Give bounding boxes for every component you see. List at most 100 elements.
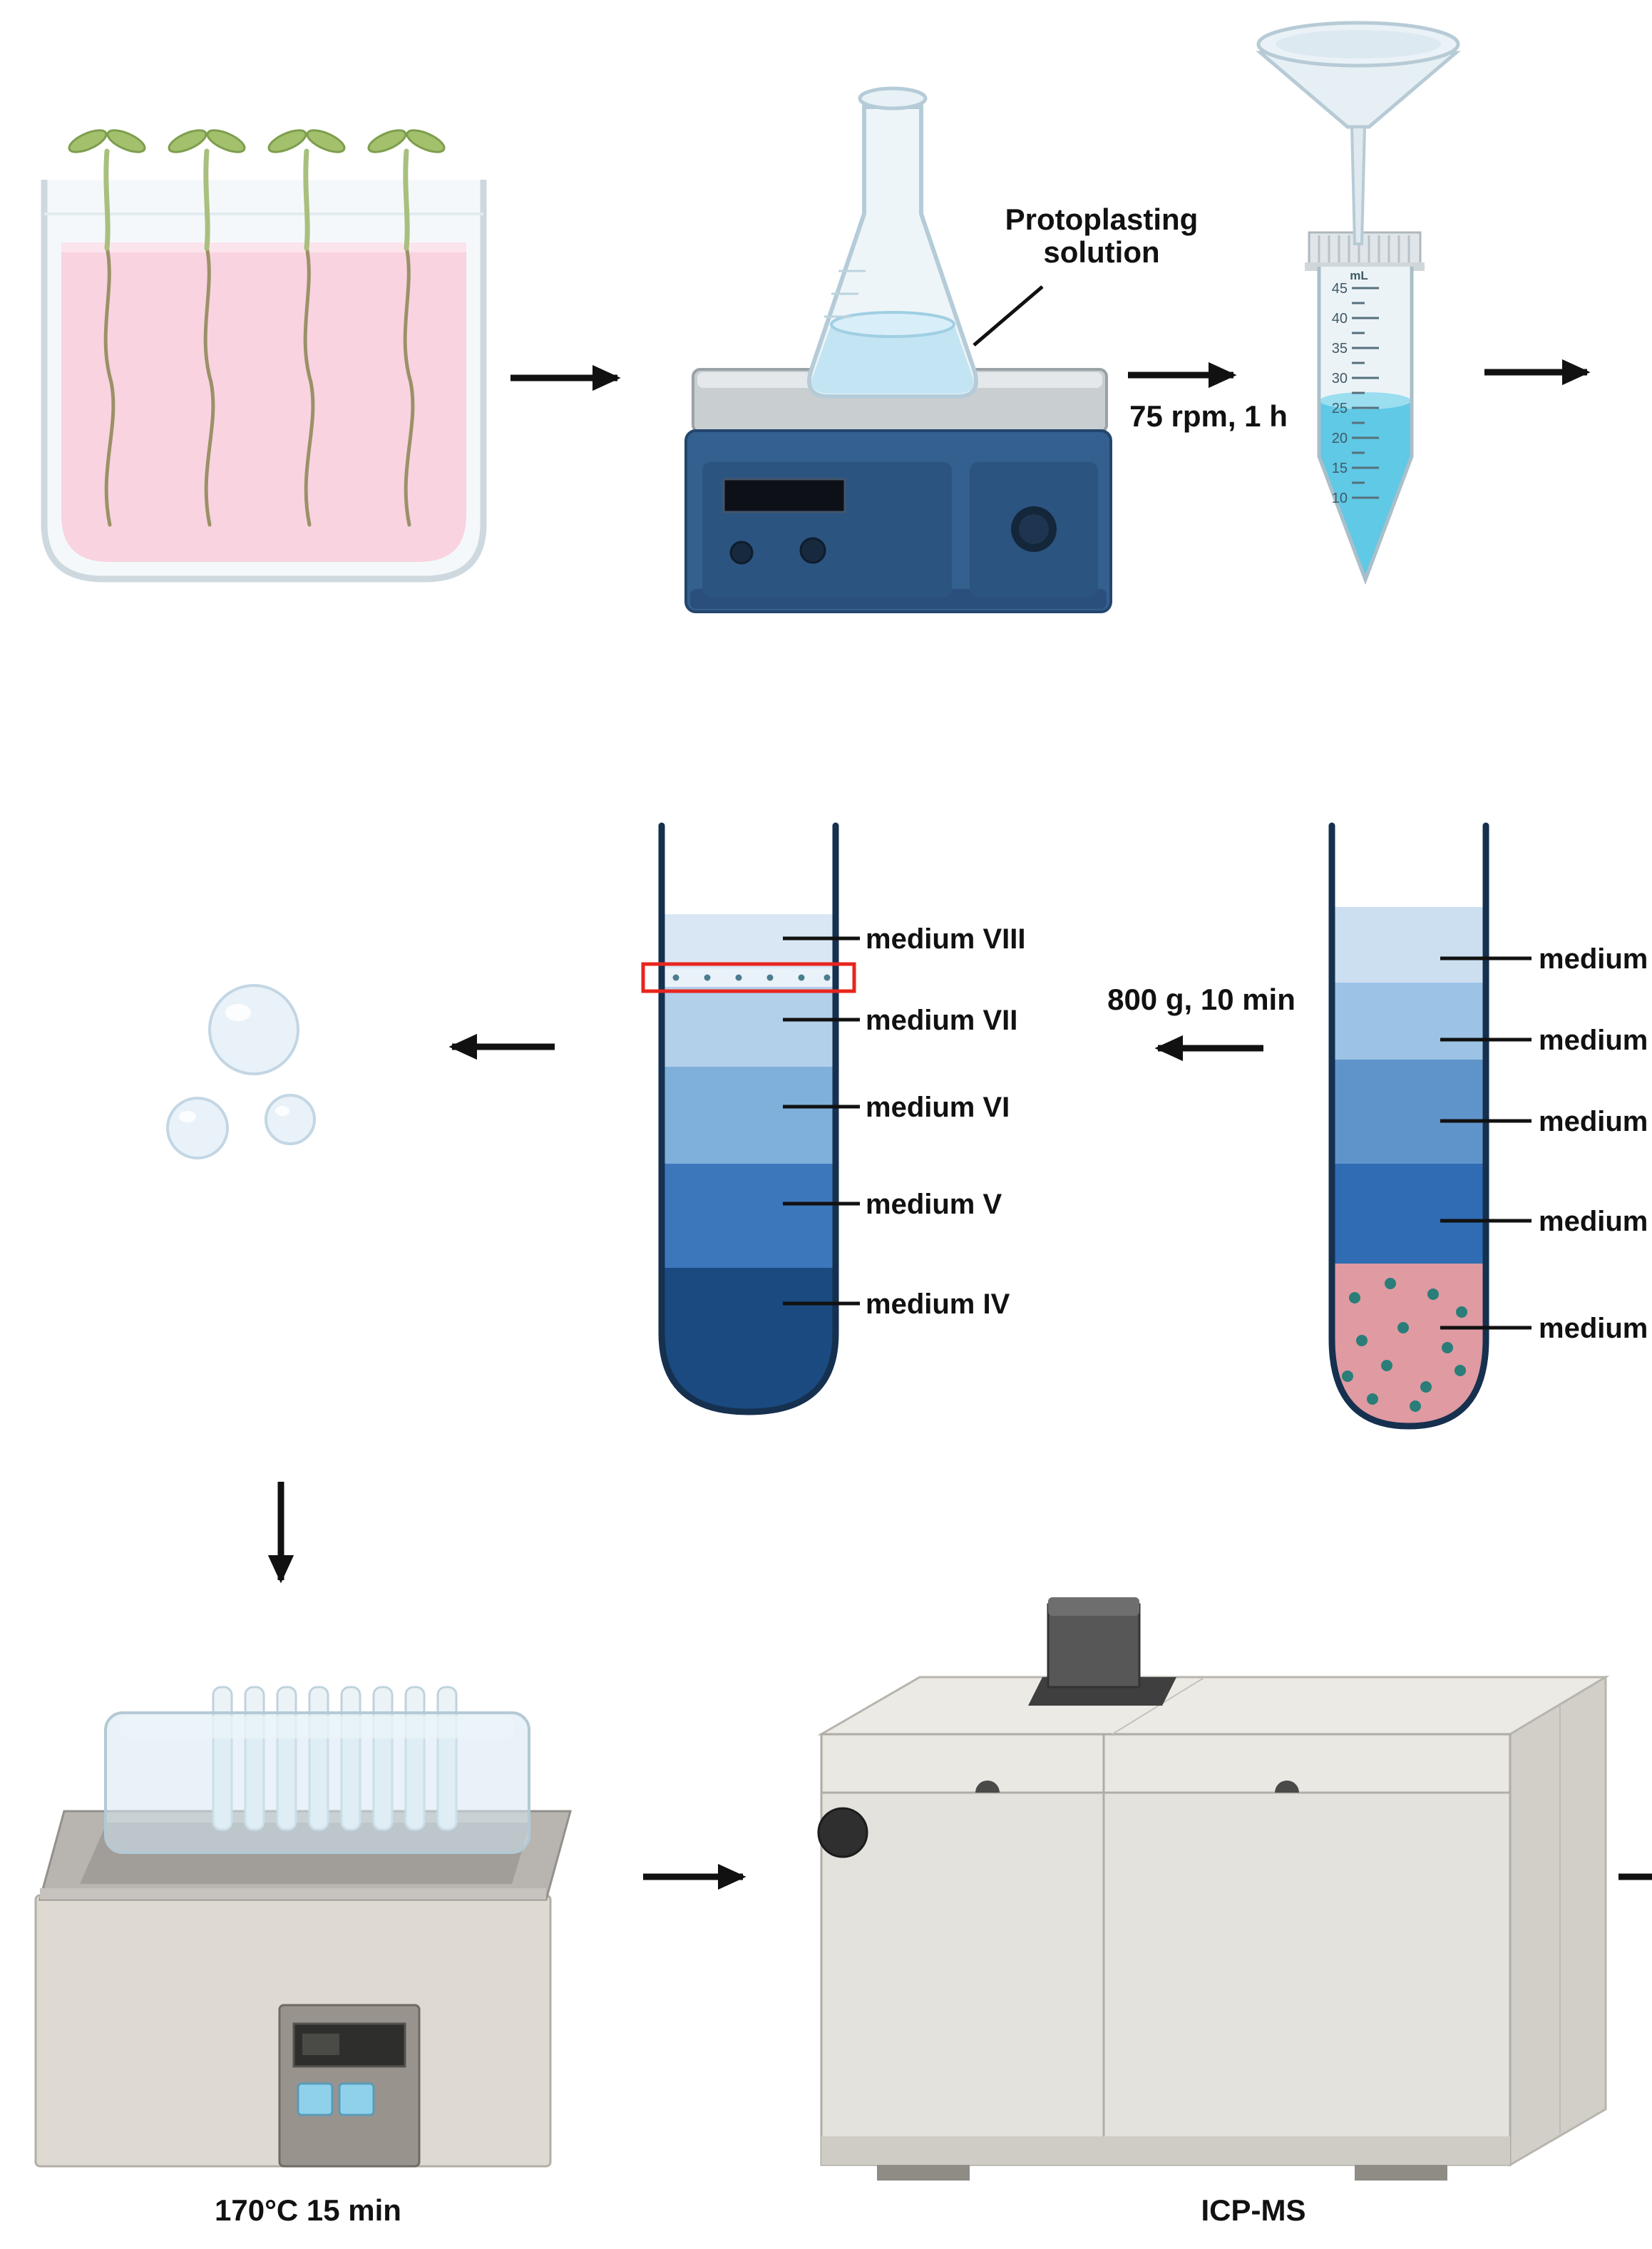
protoplasting-label-line2: solution	[1043, 235, 1159, 269]
falcon-outline	[1317, 267, 1414, 585]
callout-pointer-line	[973, 285, 1044, 347]
bath-lid-top-highlight	[120, 1716, 515, 1738]
water-bath	[34, 1686, 572, 2168]
funnel-stem	[1350, 125, 1367, 245]
falcon-grad-40: 40	[1332, 311, 1348, 327]
flask-graduation-marks	[824, 270, 866, 318]
water-bath-condition-label: 170°C 15 min	[215, 2193, 401, 2227]
falcon-tube: mL 45 40 35 30 25 20 15 10	[1305, 231, 1425, 585]
gradient-layer-v	[662, 1164, 836, 1268]
stirrer-display	[722, 478, 846, 513]
icpms-front-face	[820, 1733, 1512, 2166]
pellet-label-1: medium	[1539, 1025, 1648, 1056]
stirrer-knob-large-inner	[1019, 514, 1049, 544]
falcon-grad-ticks	[1352, 287, 1379, 499]
protoplasts	[166, 984, 316, 1159]
protoplast-small-left	[166, 1097, 229, 1159]
protoplast-large-highlight	[225, 1004, 251, 1021]
gradient-label-iv: medium IV	[866, 1289, 1010, 1320]
pellet-label-3: medium	[1539, 1206, 1648, 1237]
gradient-label-vii: medium VII	[866, 1005, 1017, 1036]
falcon-grad-30: 30	[1332, 371, 1348, 386]
gradient-layer-viii	[662, 914, 836, 968]
funnel-rim-inner	[1276, 30, 1441, 58]
icpms-foot-left	[877, 2165, 970, 2181]
gradient-layer-vi	[662, 1067, 836, 1164]
beaker-liquid	[61, 242, 466, 562]
stirrer-knob-medium	[799, 537, 826, 564]
band-highlight-box	[641, 962, 856, 993]
protoplast-small-right-highlight	[275, 1106, 289, 1116]
gradient-label-viii: medium VIII	[866, 923, 1026, 955]
shake-condition-label: 75 rpm, 1 h	[1129, 399, 1288, 433]
flask-mouth	[858, 86, 928, 111]
gradient-tube-ticks	[783, 936, 860, 1306]
pellet-label-0: medium	[1539, 943, 1648, 975]
erlenmeyer-flask	[807, 86, 978, 399]
icpms-base-strip	[821, 2136, 1510, 2165]
stirrer-knob-small	[729, 541, 754, 565]
protoplast-large	[208, 984, 299, 1075]
pellet-layer-cells	[1332, 1264, 1486, 1426]
falcon-graduations: mL 45 40 35 30 25 20 15 10	[1332, 269, 1379, 506]
protoplast-small-left-highlight	[179, 1111, 196, 1122]
gradient-tube: medium VIII medium VII medium VI medium …	[641, 822, 1026, 1415]
pellet-tube-outline	[1328, 822, 1489, 1430]
gradient-layer-vii	[662, 987, 836, 1067]
falcon-unit: mL	[1350, 269, 1368, 282]
funnel	[1256, 21, 1461, 245]
icpms-top-knob[interactable]	[1047, 1603, 1141, 1689]
pellet-label-2: medium	[1539, 1106, 1648, 1137]
gradient-layer-iv	[662, 1268, 836, 1412]
bath-display-segment	[302, 2034, 339, 2055]
icpms-side-face	[1509, 1675, 1607, 2167]
magnetic-stirrer	[684, 86, 1112, 613]
protoplasting-solution-callout: Protoplasting solution	[973, 203, 1199, 347]
icpms-foot-right	[1355, 2165, 1447, 2181]
protoplast-band	[662, 968, 836, 987]
gradient-label-v: medium V	[866, 1189, 1002, 1220]
bath-deck-lip	[40, 1888, 546, 1900]
bath-control-panel	[278, 2004, 421, 2168]
pellet-cells-dots	[1342, 1278, 1467, 1412]
centrifuge-condition-label: 800 g, 10 min	[1107, 983, 1296, 1016]
icpms-bump-right	[1275, 1781, 1299, 1793]
falcon-cap-ribs	[1318, 235, 1410, 264]
icpms-side-knob[interactable]	[817, 1807, 868, 1858]
icpms-top-knob-cap	[1048, 1597, 1139, 1616]
icpms-label: ICP-MS	[1201, 2193, 1306, 2227]
bath-button-2[interactable]	[338, 2082, 375, 2116]
pellet-tube-ticks	[1440, 956, 1532, 1330]
icpms-bump-left	[975, 1781, 1000, 1793]
icpms-top-face	[817, 1676, 1610, 1736]
protoplast-band-dots	[672, 974, 831, 981]
falcon-grad-15: 15	[1332, 461, 1348, 476]
pellet-tube: medium medium medium medium medium	[1328, 822, 1648, 1430]
protoplasting-label-line1: Protoplasting	[1005, 203, 1199, 236]
beaker-liquid-surface	[61, 242, 466, 252]
falcon-cap	[1308, 231, 1422, 268]
pellet-layer-4	[1332, 1164, 1486, 1264]
pellet-layer-1	[1332, 907, 1486, 983]
bath-button-1[interactable]	[297, 2082, 334, 2116]
gradient-tube-outline	[658, 822, 839, 1415]
falcon-grad-45: 45	[1332, 281, 1348, 297]
falcon-grad-35: 35	[1332, 341, 1348, 357]
flask-liquid	[811, 322, 974, 394]
pellet-layer-2	[1332, 983, 1486, 1060]
gradient-tube-layers	[662, 914, 836, 1412]
bath-lid	[104, 1711, 530, 1854]
icpms-machine	[817, 1597, 1610, 2181]
seedlings-beaker	[41, 126, 487, 583]
falcon-liquid-surface	[1320, 392, 1411, 409]
icpms-front-upper-band	[824, 1736, 1508, 1792]
pellet-label-4: medium	[1539, 1313, 1648, 1344]
falcon-grad-10: 10	[1332, 491, 1348, 506]
protoplast-small-right	[265, 1094, 316, 1145]
gradient-label-vi: medium VI	[866, 1092, 1010, 1123]
pellet-tube-layers	[1332, 907, 1486, 1426]
falcon-grad-25: 25	[1332, 401, 1348, 416]
pellet-layer-3	[1332, 1060, 1486, 1164]
flask-liquid-surface	[830, 311, 955, 338]
